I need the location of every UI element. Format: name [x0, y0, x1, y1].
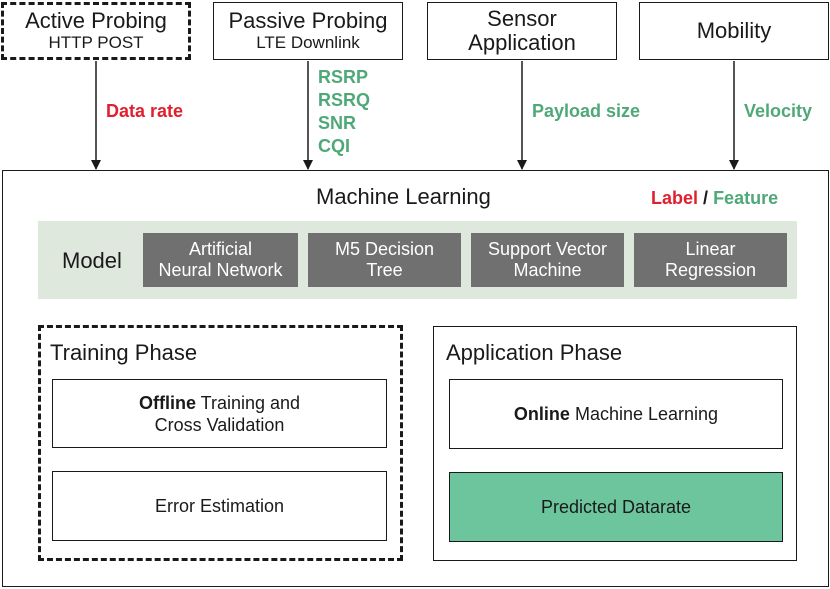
- passive-feature-3: SNR: [318, 113, 357, 133]
- passive-feature-4: CQI: [318, 136, 351, 156]
- legend-separator: /: [703, 188, 709, 208]
- mobility-title: Mobility: [696, 18, 772, 43]
- model-lr: Linear Regression: [634, 233, 787, 287]
- model-m5-line1: M5 Decision: [334, 239, 435, 259]
- sensor-line1: Sensor: [487, 6, 557, 31]
- model-svm-line2: Machine: [513, 260, 582, 280]
- active-probing-box: Active Probing HTTP POST: [1, 2, 191, 60]
- passive-feature-2: RSRQ: [318, 90, 371, 110]
- online-ml-text: Online Machine Learning: [514, 403, 718, 425]
- passive-probing-sub: LTE Downlink: [256, 33, 360, 52]
- offline-training-box: Offline Training and Cross Validation: [52, 379, 387, 448]
- velocity-label: Velocity: [744, 101, 813, 121]
- application-phase-title: Application Phase: [446, 340, 623, 365]
- offline-bold: Offline: [138, 392, 196, 413]
- model-svm: Support Vector Machine: [471, 233, 624, 287]
- model-m5: M5 Decision Tree: [308, 233, 461, 287]
- error-estimation-text: Error Estimation: [154, 496, 285, 516]
- passive-feature-1: RSRP: [318, 67, 369, 87]
- sensor-line2: Application: [468, 30, 576, 55]
- machine-learning-title: Machine Learning: [316, 184, 491, 209]
- passive-probing-box: Passive Probing LTE Downlink: [213, 2, 403, 60]
- passive-probing-title: Passive Probing: [228, 8, 388, 33]
- data-rate-label: Data rate: [106, 101, 184, 121]
- model-m5-line2: Tree: [366, 260, 403, 280]
- legend: Label / Feature: [651, 187, 778, 209]
- model-ann: Artificial Neural Network: [143, 233, 298, 287]
- predicted-datarate-box: Predicted Datarate: [449, 472, 783, 542]
- active-probing-sub: HTTP POST: [48, 33, 144, 52]
- legend-feature: Feature: [713, 188, 779, 208]
- offline-training-line2: Cross Validation: [154, 414, 285, 435]
- online-bold: Online: [513, 404, 570, 424]
- active-probing-title: Active Probing: [25, 8, 167, 33]
- mobility-box: Mobility: [639, 2, 829, 60]
- model-svm-line1: Support Vector: [487, 239, 608, 259]
- model-ann-line1: Artificial: [188, 239, 252, 259]
- offline-training-line1: Offline Training and: [139, 392, 300, 414]
- model-label: Model: [62, 248, 122, 273]
- model-lr-line2: Regression: [664, 260, 757, 280]
- training-phase-title: Training Phase: [50, 340, 198, 365]
- error-estimation-box: Error Estimation: [52, 471, 387, 541]
- predicted-datarate-text: Predicted Datarate: [540, 497, 692, 517]
- model-lr-line1: Linear: [685, 239, 736, 259]
- sensor-application-box: Sensor Application: [427, 2, 617, 60]
- offline-rest: Training and: [200, 392, 301, 413]
- legend-label: Label: [651, 188, 699, 208]
- online-rest: Machine Learning: [574, 404, 719, 424]
- model-ann-line2: Neural Network: [158, 260, 283, 280]
- online-ml-box: Online Machine Learning: [449, 379, 783, 449]
- payload-size-label: Payload size: [532, 101, 641, 121]
